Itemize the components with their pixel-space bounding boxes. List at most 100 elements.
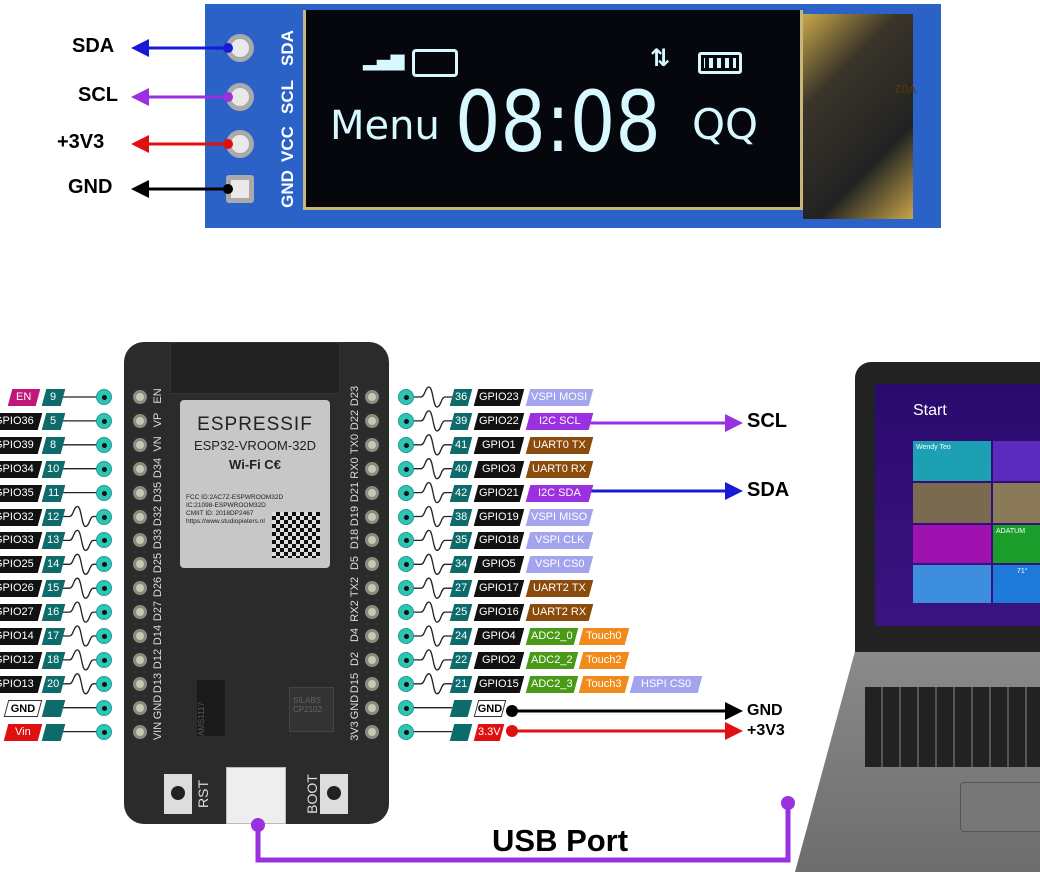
tile[interactable]: 71° [993,565,1040,603]
rst-button[interactable] [164,774,192,814]
pin-number: 17 [41,628,66,645]
header-pin[interactable] [96,628,112,644]
header-pin[interactable] [398,460,414,477]
board-pin-hole [365,629,379,643]
pin-label-gpio: GPIO13 [0,675,43,693]
pin-lead [414,410,452,432]
pin-function-uart0-rx: UART0 RX [525,460,594,478]
tile[interactable] [913,565,991,603]
pin-function-touch3-text: Touch3 [586,677,622,690]
pin-label-gpio-text: GPIO1 [482,438,516,451]
tile[interactable] [993,483,1040,523]
pin-number-text: 15 [47,582,60,595]
header-pin[interactable] [96,532,112,549]
laptop: Start Wendy Teo ADATUM 71° [795,362,1040,872]
pin-function-vspi-mosi: VSPI MOSI [525,389,594,406]
tile[interactable] [913,525,991,563]
start-title: Start [913,402,947,419]
header-pin[interactable] [96,580,112,597]
pin-number: 10 [41,460,66,478]
header-pin[interactable] [398,436,414,453]
pin-label-vin-text: Vin [15,725,31,738]
oled-time: 08:08 [455,73,661,171]
header-pin[interactable] [398,532,414,549]
header-pin[interactable] [96,675,112,692]
board-pin-hole [133,485,147,500]
pin-lead [63,649,100,671]
board-pin-hole [133,605,147,620]
pin-function-i2c-sda: I2C SDA [525,484,594,502]
pin-lead [414,553,452,575]
pin-lead [414,625,452,647]
pin-label-gpio: GPIO35 [0,484,43,502]
pin-number: 18 [41,651,66,669]
pin-label-gpio-text: GPIO25 [0,558,34,571]
pin-number-text: 24 [454,630,468,642]
board-pin-hole [133,652,147,667]
header-pin[interactable] [398,508,414,525]
board-pin-hole [365,390,379,404]
header-pin[interactable] [398,651,414,668]
pin-label-gpio: GPIO39 [0,436,43,454]
header-pin[interactable] [96,651,112,668]
header-pin[interactable] [96,723,112,740]
pin-function-touch0-text: Touch0 [586,630,622,642]
pin-label-3v3: 3.3V [473,723,505,741]
pin-label-gpio-text: GPIO5 [482,558,516,571]
pin-label-gnd: GND [3,699,43,717]
header-pin[interactable] [398,412,414,429]
header-pin[interactable] [398,604,414,621]
header-pin[interactable] [96,436,112,453]
boot-label: BOOT [304,774,320,814]
header-pin[interactable] [398,580,414,597]
pin-function-uart0-rx-text: UART0 RX [532,462,587,475]
header-pin[interactable] [398,723,414,740]
pin-label-gpio: GPIO4 [473,628,525,645]
keyboard[interactable] [865,687,1040,767]
oled-screen [303,10,803,210]
touchpad[interactable] [960,782,1040,832]
board-pin-hole [133,724,147,739]
header-pin[interactable] [398,556,414,573]
tile[interactable] [993,441,1040,481]
oled-pin-hole [226,83,254,111]
cert-logos: Wi-Fi C€ [229,457,281,472]
tile[interactable]: ADATUM [993,525,1040,563]
header-pin[interactable] [398,628,414,644]
pin-label-gpio-text: GPIO39 [0,438,34,451]
header-pin[interactable] [96,389,112,405]
pin-function-hspi-cs0: HSPI CS0 [629,675,703,693]
header-pin[interactable] [398,484,414,501]
header-pin[interactable] [96,412,112,429]
chip-line: https://www.studiopieters.nl [186,518,265,525]
pin-label-gpio-text: GPIO21 [479,486,519,499]
usb-port-label: USB Port [492,823,629,858]
header-pin[interactable] [398,675,414,692]
pin-function-touch0: Touch0 [578,628,630,645]
pin-label-gpio-text: GPIO23 [479,391,519,403]
gnd-label: GND [747,702,783,719]
pin-lead [63,553,100,575]
pin-number-text: 13 [47,534,60,547]
header-pin[interactable] [96,484,112,501]
usb-connector[interactable] [226,767,286,824]
header-pin[interactable] [96,604,112,621]
pin-number-text: 18 [47,653,60,666]
header-pin[interactable] [96,460,112,477]
pin-label-gnd-text: GND [10,702,35,715]
pin-number-text: 34 [454,558,468,571]
board-pin-hole [365,461,379,476]
pin-number: 20 [41,675,66,693]
pin-function-vspi-clk: VSPI CLK [525,532,594,550]
header-pin[interactable] [96,556,112,573]
pin-label-gpio-text: GPIO13 [0,677,34,690]
chip-line: FCC ID:2AC7Z-ESPWROOM32D [186,494,284,501]
header-pin[interactable] [96,699,112,716]
header-pin[interactable] [398,699,414,716]
tile[interactable]: Wendy Teo [913,441,991,481]
header-pin[interactable] [96,508,112,525]
oled-qq-text: QQ [692,100,759,149]
tile[interactable] [913,483,991,523]
boot-button[interactable] [320,774,348,814]
header-pin[interactable] [398,389,414,405]
